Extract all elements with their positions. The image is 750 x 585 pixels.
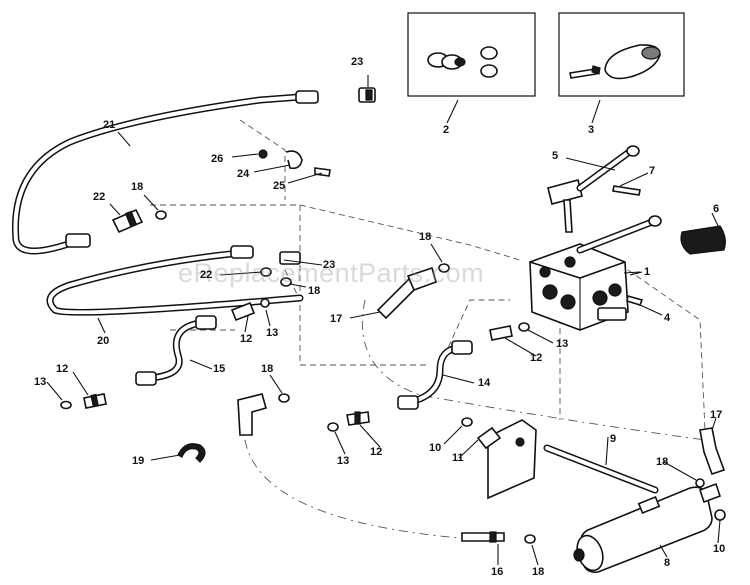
callout-18-top: 18 bbox=[131, 181, 144, 193]
callout-18-bottom: 18 bbox=[532, 566, 545, 578]
callout-12-mid: 12 bbox=[240, 333, 253, 345]
hose-14 bbox=[397, 340, 473, 410]
callout-8: 8 bbox=[664, 557, 671, 569]
callout-18-lower: 18 bbox=[261, 363, 274, 375]
pin-9 bbox=[543, 444, 659, 494]
callout-17-right: 17 bbox=[710, 409, 723, 421]
fittings-bottom-middle bbox=[327, 411, 370, 432]
callout-24: 24 bbox=[237, 168, 250, 180]
hose-16-elbow-17 bbox=[461, 427, 726, 544]
callout-6: 6 bbox=[713, 203, 720, 215]
callout-19: 19 bbox=[132, 455, 145, 467]
kit-inset-3 bbox=[558, 12, 685, 97]
control-valve-1 bbox=[529, 243, 644, 331]
callout-21: 21 bbox=[103, 119, 116, 131]
callout-22-mid: 22 bbox=[200, 269, 213, 281]
bracket-11 bbox=[461, 417, 537, 500]
fitting-23-top bbox=[358, 87, 376, 103]
callout-4: 4 bbox=[664, 312, 671, 324]
callout-13-left: 13 bbox=[34, 376, 47, 388]
assembly-dashed-lines bbox=[150, 119, 706, 539]
cylinder-8 bbox=[573, 482, 722, 574]
callout-10-mid: 10 bbox=[429, 442, 442, 454]
callout-12-right: 12 bbox=[530, 352, 543, 364]
callout-2: 2 bbox=[443, 124, 450, 136]
callout-26: 26 bbox=[211, 153, 224, 165]
callout-14: 14 bbox=[478, 377, 491, 389]
callout-5: 5 bbox=[552, 150, 559, 162]
watermark-text: eReplacementParts.com bbox=[178, 258, 485, 288]
elbow-17-middle bbox=[376, 263, 450, 320]
leader-lines bbox=[46, 75, 721, 566]
callout-23-mid: 23 bbox=[323, 259, 336, 271]
callout-18-mid2: 18 bbox=[308, 285, 321, 297]
callout-3: 3 bbox=[588, 124, 595, 136]
callout-13-right: 13 bbox=[556, 338, 569, 350]
callout-15: 15 bbox=[213, 363, 226, 375]
callout-7: 7 bbox=[649, 165, 656, 177]
callout-11: 11 bbox=[452, 452, 464, 464]
tube-21 bbox=[11, 90, 319, 255]
callout-25: 25 bbox=[273, 180, 286, 192]
callout-22-top: 22 bbox=[93, 191, 106, 203]
callout-20: 20 bbox=[97, 335, 110, 347]
fitting-22-upper bbox=[111, 208, 167, 234]
callout-12-left: 12 bbox=[56, 363, 69, 375]
callout-9: 9 bbox=[610, 433, 617, 445]
callout-10-right: 10 bbox=[713, 543, 726, 555]
callout-13-mid: 13 bbox=[266, 327, 279, 339]
callout-18-right: 18 bbox=[656, 456, 669, 468]
callout-16: 16 bbox=[491, 566, 504, 578]
callout-12-bottom: 12 bbox=[370, 446, 383, 458]
callout-13-bottom: 13 bbox=[337, 455, 350, 467]
elbow-fitting-left bbox=[237, 393, 290, 436]
hose-15 bbox=[135, 315, 217, 386]
callout-1: 1 bbox=[644, 266, 651, 278]
callout-18-mid: 18 bbox=[419, 231, 432, 243]
clamp-19 bbox=[177, 443, 206, 463]
kit-inset-2 bbox=[407, 12, 536, 97]
fittings-middle bbox=[230, 251, 301, 322]
clamp-24-set bbox=[258, 149, 331, 177]
callout-23-top: 23 bbox=[351, 56, 364, 68]
tube-20 bbox=[46, 245, 304, 316]
lever-5-handle-6 bbox=[547, 145, 726, 255]
fittings-near-valve bbox=[489, 322, 530, 341]
fitting-12-left bbox=[60, 393, 107, 410]
callout-17-mid: 17 bbox=[330, 313, 343, 325]
